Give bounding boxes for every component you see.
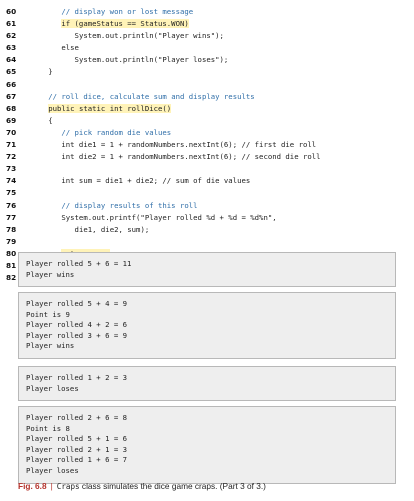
code-line: 73 (0, 163, 414, 175)
code-text: int sum = die1 + die2; // sum of die val… (61, 176, 251, 186)
code-line: 70 // pick random die values (0, 127, 414, 139)
code-text: // pick random die values (61, 127, 172, 137)
output-line: Player wins (26, 341, 75, 351)
code-line: 71 int die1 = 1 + randomNumbers.nextInt(… (0, 139, 414, 151)
caption-separator: | (50, 481, 53, 491)
code-line: 78 die1, die2, sum); (0, 224, 414, 236)
line-number: 70 (6, 127, 17, 137)
code-line: 79 (0, 236, 414, 248)
code-text: { (48, 115, 53, 125)
code-line: 62 System.out.println("Player wins"); (0, 30, 414, 42)
line-number: 80 (6, 248, 17, 258)
output-line: Player rolled 2 + 1 = 3 (26, 444, 128, 454)
output-line: Player rolled 3 + 6 = 9 (26, 330, 128, 340)
figure-caption: Fig. 6.8|Craps class simulates the dice … (18, 480, 408, 493)
output-line: Player rolled 4 + 2 = 6 (26, 320, 128, 330)
code-text: System.out.println("Player wins"); (74, 31, 224, 41)
code-line: 67 // roll dice, calculate sum and displ… (0, 91, 414, 103)
code-line: 63 else (0, 42, 414, 54)
code-text: public static int rollDice() (48, 103, 172, 113)
line-number: 73 (6, 164, 17, 174)
output-line: Point is 8 (26, 423, 70, 433)
line-number: 61 (6, 19, 17, 29)
code-text: int die1 = 1 + randomNumbers.nextInt(6);… (61, 140, 317, 150)
code-text: System.out.println("Player loses"); (74, 55, 229, 65)
line-number: 68 (6, 103, 17, 113)
line-number: 72 (6, 152, 17, 162)
output-line: Point is 9 (26, 309, 70, 319)
line-number: 79 (6, 236, 17, 246)
caption-text: class simulates the dice game craps. (Pa… (79, 481, 266, 491)
line-number: 63 (6, 43, 17, 53)
code-line: 74 int sum = die1 + die2; // sum of die … (0, 175, 414, 187)
line-number: 76 (6, 200, 17, 210)
code-line: 60 // display won or lost message (0, 6, 414, 18)
code-line: 61 if (gameStatus == Status.WON) (0, 18, 414, 30)
output-line: Player wins (26, 269, 75, 279)
code-line: 69 { (0, 115, 414, 127)
output-line: Player rolled 5 + 6 = 11 (26, 259, 132, 268)
line-number: 69 (6, 115, 17, 125)
output-line: Player rolled 2 + 6 = 8 (26, 413, 128, 422)
code-text: if (gameStatus == Status.WON) (61, 19, 189, 29)
line-number: 71 (6, 140, 17, 150)
output-line: Player loses (26, 383, 79, 393)
code-line: 75 (0, 187, 414, 199)
line-number: 75 (6, 188, 17, 198)
code-text: int die2 = 1 + randomNumbers.nextInt(6);… (61, 152, 321, 162)
code-line: 68 public static int rollDice() (0, 103, 414, 115)
figure-label: Fig. 6.8 (18, 481, 47, 491)
caption-class-name: Craps (56, 482, 80, 491)
line-number: 77 (6, 212, 17, 222)
line-number: 62 (6, 31, 17, 41)
code-line: 66 (0, 79, 414, 91)
code-text: // display results of this roll (61, 200, 198, 210)
line-number: 82 (6, 273, 17, 283)
code-text: System.out.printf("Player rolled %d + %d… (61, 212, 277, 222)
output-line: Player rolled 5 + 1 = 6 (26, 434, 128, 444)
line-number: 65 (6, 67, 17, 77)
code-text: // display won or lost message (61, 7, 194, 16)
code-line: 72 int die2 = 1 + randomNumbers.nextInt(… (0, 151, 414, 163)
line-number: 67 (6, 91, 17, 101)
output-line: Player rolled 1 + 6 = 7 (26, 455, 128, 465)
line-number: 64 (6, 55, 17, 65)
code-line: 64 System.out.println("Player loses"); (0, 54, 414, 66)
output-line: Player loses (26, 465, 79, 475)
code-text: die1, die2, sum); (74, 224, 150, 234)
code-text: } (48, 67, 53, 77)
line-number: 81 (6, 260, 17, 270)
output-line: Player rolled 1 + 2 = 3 (26, 373, 128, 382)
code-line: 65 } (0, 66, 414, 78)
line-number: 74 (6, 176, 17, 186)
code-text: // roll dice, calculate sum and display … (48, 91, 255, 101)
line-number: 60 (6, 7, 17, 16)
code-line: 77 System.out.printf("Player rolled %d +… (0, 212, 414, 224)
line-number: 66 (6, 79, 17, 89)
output-line: Player rolled 5 + 4 = 9 (26, 299, 128, 308)
code-line: 76 // display results of this roll (0, 200, 414, 212)
line-number: 78 (6, 224, 17, 234)
code-text: else (61, 43, 79, 53)
